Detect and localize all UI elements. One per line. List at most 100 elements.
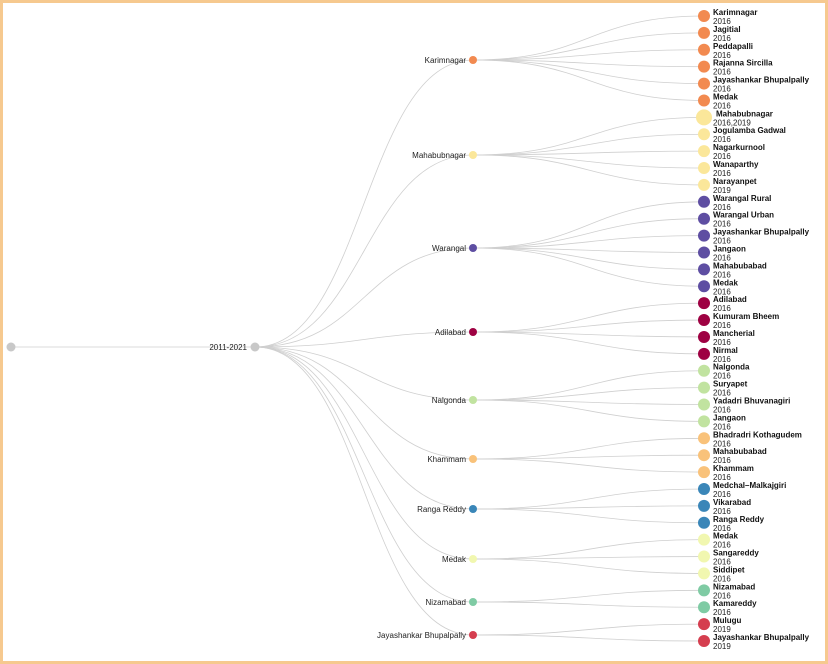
leaf-node[interactable] — [698, 246, 710, 259]
leaf-name-label: Sangareddy — [713, 549, 759, 558]
leaf-node[interactable] — [698, 482, 710, 495]
leaf-node[interactable] — [698, 145, 710, 158]
district-link — [254, 346, 474, 603]
leaf-name-label: Suryapet — [713, 380, 748, 389]
leaf-year-label: 2016 — [713, 591, 731, 600]
leaf-node[interactable] — [698, 601, 710, 614]
leaf-node[interactable] — [698, 60, 710, 73]
district-node[interactable] — [469, 244, 477, 252]
leaf-node[interactable] — [698, 550, 710, 563]
leaf-node[interactable] — [698, 330, 710, 343]
leaf-node[interactable] — [698, 314, 710, 327]
district-node[interactable] — [469, 505, 477, 513]
leaf-node[interactable] — [698, 347, 710, 360]
leaf-link — [472, 15, 705, 61]
leaf-node[interactable] — [698, 26, 710, 39]
leaf-name-label: Medak — [713, 92, 738, 101]
district-node[interactable] — [469, 56, 477, 64]
district-label: Khammam — [427, 455, 466, 464]
district-label: Karimnagar — [425, 56, 467, 65]
leaf-node[interactable] — [696, 109, 712, 126]
leaf-name-label: Ranga Reddy — [713, 515, 765, 524]
leaf-link — [472, 634, 705, 642]
leaf-name-label: Rajanna Sircilla — [713, 59, 773, 68]
leaf-link — [472, 458, 705, 473]
leaf-node[interactable] — [698, 499, 710, 512]
district-node[interactable] — [469, 555, 477, 563]
leaf-node[interactable] — [698, 178, 710, 191]
leaf-year-label: 2016 — [713, 490, 731, 499]
leaf-node[interactable] — [698, 432, 710, 445]
leaf-node[interactable] — [698, 297, 710, 310]
district-link — [254, 346, 474, 460]
leaf-node[interactable] — [698, 466, 710, 479]
leaf-node[interactable] — [698, 618, 710, 631]
leaf-node[interactable] — [698, 584, 710, 597]
center-node[interactable] — [250, 342, 260, 352]
leaf-node[interactable] — [698, 398, 710, 411]
district-node[interactable] — [469, 396, 477, 404]
leaf-node[interactable] — [698, 516, 710, 529]
leaf-link — [472, 247, 705, 270]
leaf-node[interactable] — [698, 195, 710, 208]
leaf-link — [472, 319, 705, 333]
leaf-year-label: 2016 — [713, 169, 731, 178]
district-node[interactable] — [469, 328, 477, 336]
leaf-year-label: 2016 — [713, 456, 731, 465]
leaf-node[interactable] — [698, 415, 710, 428]
leaf-link — [472, 247, 705, 287]
center-label: 2011-2021 — [209, 343, 247, 352]
district-node[interactable] — [469, 455, 477, 463]
tree-links — [11, 15, 705, 642]
district-label: Mahabubnagar — [412, 151, 466, 160]
leaf-node[interactable] — [698, 229, 710, 242]
leaf-link — [472, 399, 705, 405]
leaf-name-label: Mahabubnagar — [716, 109, 773, 118]
district-link — [254, 346, 474, 510]
leaf-link — [472, 32, 705, 61]
leaf-link — [472, 454, 705, 460]
leaf-year-label: 2016 — [713, 17, 731, 26]
leaf-node[interactable] — [698, 10, 710, 22]
leaf-name-label: Jayashankar Bhupalpally — [713, 76, 810, 85]
district-node[interactable] — [469, 598, 477, 606]
leaf-link — [472, 623, 705, 636]
leaf-node[interactable] — [698, 533, 710, 546]
leaf-node[interactable] — [698, 43, 710, 56]
leaf-node[interactable] — [698, 212, 710, 225]
leaf-link — [472, 488, 705, 510]
leaf-name-label: Khammam — [713, 464, 754, 473]
district-link — [254, 331, 474, 348]
leaf-node[interactable] — [698, 280, 710, 293]
leaf-node[interactable] — [698, 77, 710, 90]
leaf-node[interactable] — [698, 94, 710, 107]
leaf-year-label: 2016 — [713, 237, 731, 246]
leaf-year-label: 2016 — [713, 439, 731, 448]
leaf-node[interactable] — [698, 567, 710, 580]
leaf-name-label: Karimnagar — [713, 8, 757, 17]
leaf-node[interactable] — [698, 162, 710, 175]
district-link — [254, 346, 474, 560]
district-label: Nizamabad — [426, 598, 466, 607]
leaf-node[interactable] — [698, 449, 710, 462]
leaf-link — [472, 556, 705, 560]
leaf-name-label: Kumuram Bheem — [713, 312, 779, 321]
leaf-name-label: Warangal Urban — [713, 211, 774, 220]
leaf-node[interactable] — [698, 263, 710, 276]
district-node[interactable] — [469, 631, 477, 639]
leaf-node[interactable] — [698, 128, 710, 141]
leaf-year-label: 2016 — [713, 558, 731, 567]
district-label: Ranga Reddy — [417, 505, 466, 514]
root-node[interactable] — [6, 342, 16, 352]
leaf-year-label: 2016 — [713, 406, 731, 415]
leaf-link — [472, 154, 705, 169]
leaf-year-label: 2016 — [713, 85, 731, 94]
leaf-node[interactable] — [698, 635, 710, 647]
tree-nodes: Karimnagar2016Jagitial2016Peddapalli2016… — [6, 8, 810, 651]
leaf-link — [472, 558, 705, 574]
leaf-node[interactable] — [698, 381, 710, 394]
leaf-node[interactable] — [698, 364, 710, 377]
district-node[interactable] — [469, 151, 477, 159]
leaf-name-label: Jangaon — [713, 244, 746, 253]
leaf-year-label: 2016 — [713, 101, 731, 110]
